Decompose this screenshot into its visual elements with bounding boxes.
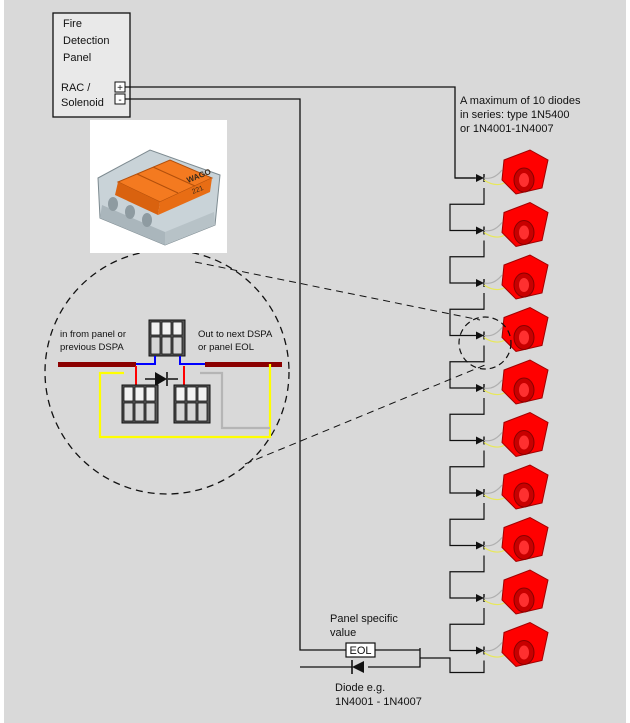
device-chain <box>420 149 549 674</box>
diode-6 <box>476 436 485 445</box>
magnifier-guide-top <box>194 261 481 321</box>
incoming-cable <box>58 362 136 367</box>
red-device-4 <box>501 306 549 353</box>
diode-3 <box>476 279 485 287</box>
panel-output-line-1: RAC / <box>61 82 91 94</box>
grey-lead-2 <box>483 222 503 232</box>
diode-7 <box>476 489 485 497</box>
right-wago-connector <box>173 384 211 424</box>
device-unit-9 <box>455 569 549 615</box>
outgoing-cable <box>205 362 282 367</box>
series-link-4 <box>449 345 485 389</box>
red-device-7 <box>501 464 549 510</box>
diode-10 <box>476 646 485 655</box>
grey-lead-4 <box>483 327 503 337</box>
series-link-1 <box>449 188 485 232</box>
diode-note: A maximum of 10 diodes in series: type 1… <box>460 95 581 135</box>
series-link-8 <box>449 555 485 599</box>
end-diode-caption-line-2: 1N4001 - 1N4007 <box>335 696 422 708</box>
incoming-negative-wire <box>136 356 156 365</box>
minus-terminal-symbol: - <box>118 95 121 106</box>
diode-note-line-1: A maximum of 10 diodes <box>460 95 581 107</box>
panel-output-line-2: Solenoid <box>61 97 104 109</box>
red-device-3 <box>501 254 549 300</box>
grey-lead-3 <box>483 274 503 284</box>
detail-circle <box>44 249 290 495</box>
eol-caption-line-2: value <box>330 627 356 639</box>
series-link-3 <box>449 293 485 337</box>
top-wago-connector <box>148 319 186 357</box>
device-unit-7 <box>455 464 549 510</box>
magnifier <box>44 249 512 495</box>
device-unit-10 <box>455 621 549 668</box>
wago-connector-photo: WAGO 221 <box>90 120 227 253</box>
magnifier-guide-bottom <box>244 364 486 465</box>
diode-9 <box>476 594 485 602</box>
end-diode-symbol <box>351 660 364 674</box>
device-unit-3 <box>455 254 549 300</box>
out-label-line-1: Out to next DSPA <box>198 329 273 340</box>
diode-note-line-2: in series: type 1N5400 <box>460 109 569 121</box>
series-link-6 <box>449 450 485 494</box>
device-unit-1 <box>455 149 549 195</box>
device-unit-4 <box>455 306 549 353</box>
fire-detection-panel: Fire Detection Panel RAC / Solenoid + - <box>52 12 131 118</box>
connection-detail: in from panel or previous DSPA Out to ne… <box>58 319 282 439</box>
diode-8 <box>476 541 485 550</box>
plus-terminal-symbol: + <box>117 83 123 94</box>
end-diode-caption-line-1: Diode e.g. <box>335 682 385 694</box>
series-link-5 <box>449 398 485 442</box>
grey-lead-6 <box>483 432 503 442</box>
end-diode-right-wire <box>368 648 421 668</box>
panel-title-line-3: Panel <box>63 52 91 64</box>
red-device-5 <box>501 359 549 405</box>
in-label-line-2: previous DSPA <box>60 342 124 353</box>
grey-lead-8 <box>483 537 503 547</box>
grey-lead-9 <box>483 589 503 599</box>
photo-model-text: 221 <box>191 185 205 196</box>
series-link-2 <box>449 240 485 284</box>
eol-label: EOL <box>349 645 371 657</box>
red-device-8 <box>501 516 549 563</box>
series-link-7 <box>449 503 485 547</box>
device-unit-5 <box>455 359 549 405</box>
in-label-line-1: in from panel or <box>60 329 126 340</box>
outgoing-negative-wire <box>179 356 205 365</box>
red-device-9 <box>501 569 549 615</box>
device-unit-6 <box>455 411 549 458</box>
left-wago-connector <box>121 384 159 424</box>
red-device-1 <box>501 149 549 195</box>
panel-title-line-2: Detection <box>63 35 109 47</box>
series-link-9 <box>449 608 485 652</box>
device-unit-2 <box>455 201 549 248</box>
yellow-conductor <box>98 364 272 439</box>
diode-note-line-3: or 1N4001-1N4007 <box>460 123 554 135</box>
device-unit-8 <box>455 516 549 563</box>
detail-diode-symbol <box>155 372 168 386</box>
grey-lead-1 <box>483 169 503 179</box>
diode-2 <box>476 226 485 235</box>
eol-caption-line-1: Panel specific <box>330 613 398 625</box>
eol-resistor <box>345 642 376 658</box>
grey-lead-7 <box>483 484 503 494</box>
red-device-10 <box>501 621 549 668</box>
red-device-6 <box>501 411 549 458</box>
chain-return-wire <box>420 657 485 674</box>
zoom-source-circle <box>458 316 512 370</box>
grey-conductor <box>200 371 270 430</box>
grey-lead-10 <box>483 642 503 652</box>
out-label-line-2: or panel EOL <box>198 342 254 353</box>
diode-1 <box>476 174 485 182</box>
grey-lead-5 <box>483 379 503 389</box>
red-device-2 <box>501 201 549 248</box>
diode-4 <box>476 331 485 340</box>
eol-assembly: Panel specific value EOL Diode e.g. 1N40… <box>330 613 422 708</box>
diode-5 <box>476 384 485 392</box>
panel-title-line-1: Fire <box>63 18 82 30</box>
negative-return-wire <box>125 98 346 651</box>
